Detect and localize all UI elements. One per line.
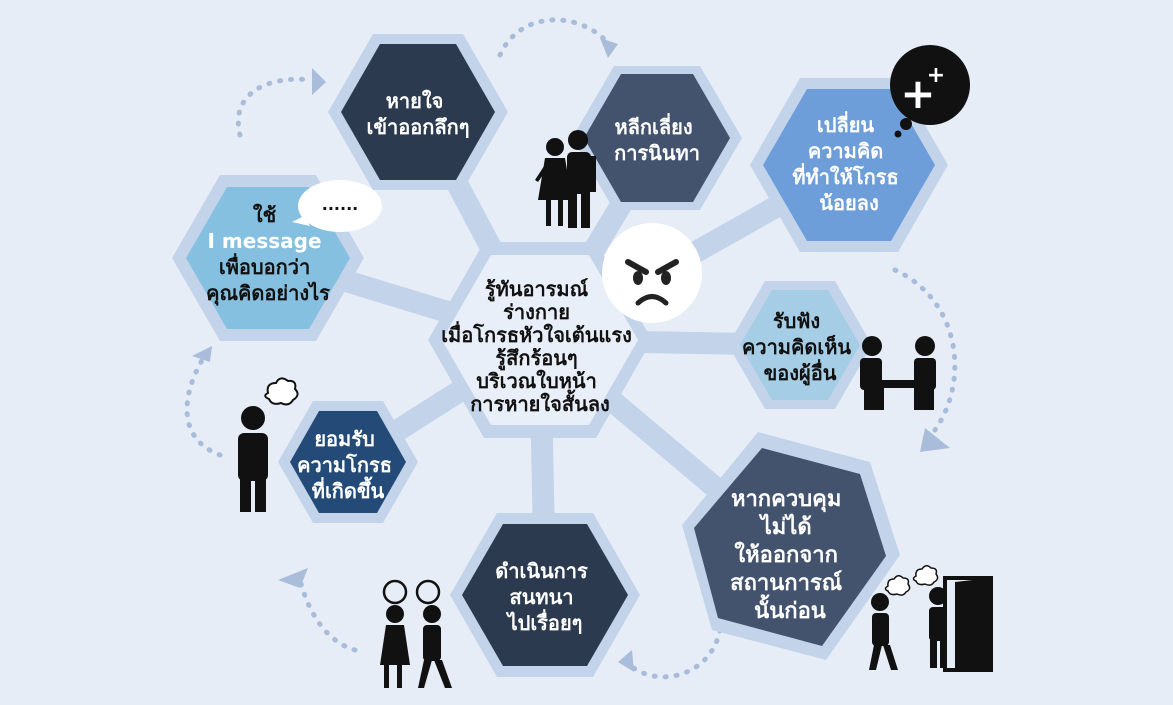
listen-line-3: ของผู้อื่น bbox=[764, 358, 837, 387]
dotted-arrow-top bbox=[497, 17, 613, 58]
change-thought-text: เปลี่ยน ความคิด ที่ทำให้โกรธ น้อยลง bbox=[792, 110, 905, 215]
change-thought-line-2: ความคิด bbox=[808, 139, 883, 163]
leaving-door-icon bbox=[869, 565, 993, 672]
leave-line-3: ให้ออกจาก bbox=[734, 541, 838, 568]
avoid-gossip-text: หลีกเลี่ยง การนินทา bbox=[614, 112, 700, 165]
center-hexagon bbox=[428, 242, 652, 438]
accept-line-3: ที่เกิดขึ้น bbox=[312, 476, 385, 503]
dotted-arrow-bottom-left bbox=[297, 577, 358, 653]
change-thought-line-3: ที่ทำให้โกรธ bbox=[792, 162, 898, 189]
arrow-tip-bottom-left bbox=[278, 568, 308, 588]
converse-line-3: ไปเรื่อยๆ bbox=[506, 608, 583, 635]
arrow-tip-right bbox=[920, 428, 950, 452]
dotted-arrow-bottom bbox=[622, 627, 723, 680]
arrow-tip-top-left bbox=[312, 68, 326, 95]
center-line-4: รู้สึกร้อนๆ bbox=[495, 346, 577, 372]
center-text: รู้ทันอารมณ์ ร่างกาย เมื่อโกรธหัวใจเต้นแ… bbox=[441, 277, 639, 416]
listen-text: รับฟัง ความคิดเห็น ของผู้อื่น bbox=[742, 309, 858, 387]
i-message-line-1: ใช้ bbox=[253, 203, 277, 227]
cycle-arrows bbox=[184, 17, 958, 680]
arrow-tip-bottom bbox=[618, 650, 634, 672]
accept-hexagon bbox=[278, 401, 418, 523]
converse-line-1: ดำเนินการ bbox=[495, 559, 588, 583]
leave-line-2: ไม่ได้ bbox=[759, 513, 812, 540]
leave-line-1: หากควบคุม bbox=[731, 487, 841, 513]
leave-hexagon bbox=[682, 432, 900, 660]
gossip-couple-icon bbox=[535, 130, 596, 228]
center-line-3: เมื่อโกรธหัวใจเต้นแรง bbox=[441, 320, 632, 347]
avoid-gossip-hexagon bbox=[572, 66, 742, 210]
dotted-arrow-top-left bbox=[235, 76, 315, 138]
leave-line-4: สถานการณ์ bbox=[730, 570, 842, 596]
leave-text: หากควบคุม ไม่ได้ ให้ออกจาก สถานการณ์ นั้… bbox=[730, 487, 850, 624]
thought-plus-icon: + + bbox=[890, 45, 970, 138]
listen-hexagon bbox=[728, 281, 872, 409]
dotted-arrow-right-top bbox=[892, 267, 958, 433]
accept-line-2: ความโกรธ bbox=[297, 453, 392, 477]
change-thought-line-4: น้อยลง bbox=[819, 191, 878, 215]
i-message-line-2: I message bbox=[208, 229, 322, 253]
arrow-tip-left bbox=[192, 346, 212, 362]
listening-people-icon bbox=[860, 336, 936, 410]
dotted-arrow-left bbox=[184, 352, 223, 458]
standing-person-icon bbox=[238, 406, 268, 512]
breathe-text: หายใจ เข้าออกลึกๆ bbox=[367, 89, 470, 139]
arrow-tip-top bbox=[600, 38, 618, 58]
avoid-gossip-line-2: การนินทา bbox=[614, 141, 700, 165]
center-line-5: บริเวณใบหน้า bbox=[476, 369, 597, 393]
accept-text: ยอมรับ ความโกรธ ที่เกิดขึ้น bbox=[297, 427, 399, 503]
anger-puff-icon bbox=[264, 377, 299, 406]
accept-line-1: ยอมรับ bbox=[314, 427, 374, 451]
converse-text: ดำเนินการ สนทนา ไปเรื่อยๆ bbox=[495, 559, 594, 635]
speech-bubble-icon: ...... bbox=[292, 180, 382, 232]
walking-talking-people-icon bbox=[380, 579, 452, 688]
i-message-line-3: เพื่อบอกว่า bbox=[219, 252, 310, 279]
center-line-1: รู้ทันอารมณ์ bbox=[485, 277, 589, 303]
breathe-line-2: เข้าออกลึกๆ bbox=[367, 115, 470, 139]
arrow-tips bbox=[192, 38, 950, 672]
plus-large: + bbox=[900, 69, 935, 118]
listen-line-1: รับฟัง bbox=[773, 309, 820, 333]
change-thought-hexagon bbox=[750, 78, 948, 252]
avoid-gossip-line-1: หลีกเลี่ยง bbox=[614, 112, 692, 139]
breathe-hexagon bbox=[328, 34, 508, 190]
breathe-line-1: หายใจ bbox=[386, 89, 444, 113]
converse-hexagon bbox=[450, 513, 640, 677]
speech-bubble-text: ...... bbox=[322, 195, 358, 214]
listen-line-2: ความคิดเห็น bbox=[742, 334, 851, 359]
leave-line-5: นั้นก่อน bbox=[754, 594, 826, 624]
i-message-line-4: คุณคิดอย่างไร bbox=[206, 281, 330, 306]
i-message-text: ใช้ I message เพื่อบอกว่า คุณคิดอย่างไร bbox=[206, 203, 330, 306]
converse-line-2: สนทนา bbox=[510, 585, 574, 609]
plus-small: + bbox=[927, 63, 945, 88]
center-line-6: การหายใจสั้นลง bbox=[470, 389, 610, 416]
angry-face-icon bbox=[602, 223, 702, 323]
change-thought-line-1: เปลี่ยน bbox=[817, 110, 875, 137]
center-line-2: ร่างกาย bbox=[503, 300, 570, 324]
